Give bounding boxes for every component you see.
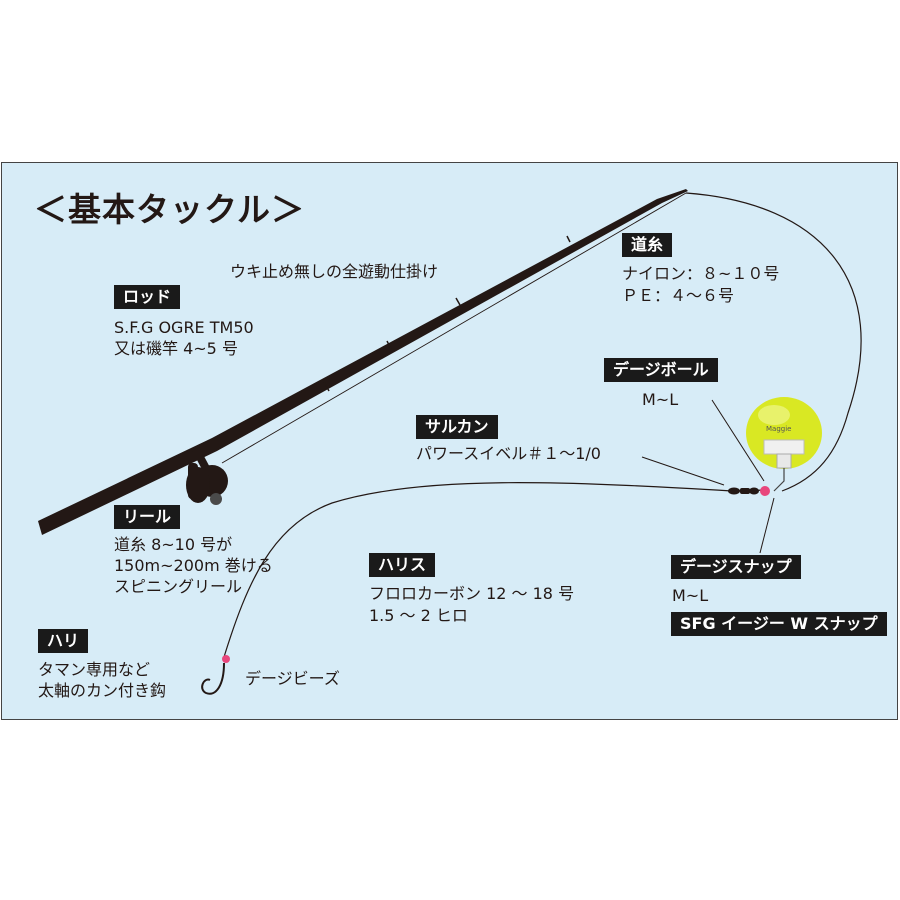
tackle-diagram-panel: Maggie ＜基本タックル＞ ウキ止め無しの全遊動仕掛け ロッド S.F.G … (1, 162, 898, 720)
hook-label: ハリ (38, 629, 89, 653)
hook-desc-2: 太軸のカン付き鈎 (38, 681, 167, 700)
reel-line (221, 192, 687, 464)
float-ball: Maggie (746, 397, 822, 492)
rod-desc-2: 又は磯竿 4~5 号 (114, 339, 238, 358)
spinning-reel (186, 447, 228, 505)
hook (201, 655, 230, 695)
diagram-title: ＜基本タックル＞ (34, 190, 306, 229)
snap-size: M~L (672, 586, 709, 605)
swivel-label-leader (641, 456, 725, 486)
main-line (685, 192, 862, 492)
reel-desc-3: スピニングリール (114, 577, 243, 596)
tackle-illustration: Maggie (38, 189, 862, 695)
float-label-leader (711, 399, 765, 482)
main-line-desc-2: ＰＥ：４～６号 (622, 286, 735, 305)
rod-guides (323, 235, 571, 392)
swivel-desc: パワースイベル＃１～1/0 (416, 444, 601, 463)
float-label: デージボール (604, 358, 718, 382)
swivel-label: サルカン (416, 415, 498, 439)
reel-desc-1: 道糸 8~10 号が (114, 535, 233, 554)
reel-desc-2: 150m~200m 巻ける (114, 556, 273, 575)
hook-desc-1: タマン専用など (38, 660, 151, 679)
snap-leader (759, 497, 775, 554)
bead-desc: デージビーズ (245, 669, 340, 688)
leader-label: ハリス (369, 553, 436, 577)
float-size: M~L (642, 390, 679, 409)
rod (38, 189, 688, 535)
leader-line (223, 482, 733, 658)
bead-at-swivel (760, 486, 770, 496)
main-line-label: 道糸 (622, 233, 673, 257)
main-line-desc-1: ナイロン：８~１０号 (622, 264, 780, 283)
swivel (728, 487, 759, 495)
leader-desc-1: フロロカーボン 12 ～ 18 号 (369, 584, 575, 603)
snap-label: デージスナップ (671, 555, 801, 579)
svg-text:Maggie: Maggie (766, 425, 791, 433)
reel-label: リール (114, 505, 181, 529)
rod-label: ロッド (114, 285, 181, 309)
snap-product: SFG イージー W スナップ (671, 612, 887, 636)
rig-caption: ウキ止め無しの全遊動仕掛け (230, 262, 439, 281)
leader-desc-2: 1.5 ～ 2 ヒロ (369, 606, 468, 625)
rod-desc-1: S.F.G OGRE TM50 (114, 318, 254, 337)
